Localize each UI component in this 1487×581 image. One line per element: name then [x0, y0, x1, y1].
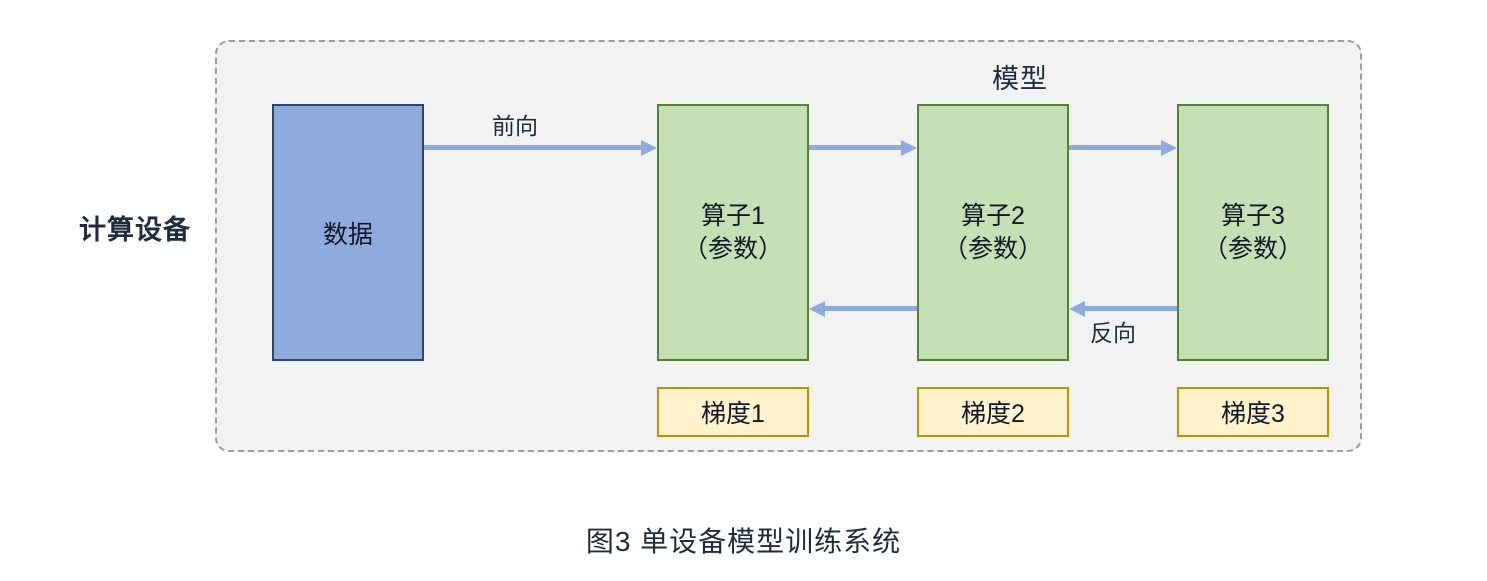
- operator-params: （参数）: [1202, 234, 1303, 263]
- operator-name: 算子1: [701, 201, 765, 230]
- data-box: 数据: [272, 104, 424, 361]
- arrow-shaft: [424, 145, 641, 150]
- gradient-box-1: 梯度1: [657, 387, 809, 437]
- forward-arrow-op2-to-op3: [1069, 139, 1177, 156]
- operator-box-2: 算子2 （参数）: [917, 104, 1069, 361]
- gradient-label: 梯度2: [961, 400, 1025, 428]
- arrow-shaft: [1085, 306, 1177, 311]
- backward-arrow-op3-to-op2: [1069, 300, 1177, 317]
- backward-arrow-op2-to-op1: [809, 300, 917, 317]
- backward-arrow-label: 反向: [1090, 320, 1136, 346]
- gradient-label: 梯度3: [1221, 400, 1285, 428]
- arrow-shaft: [809, 145, 901, 150]
- gradient-box-2: 梯度2: [917, 387, 1069, 437]
- arrow-head-left-icon: [1069, 300, 1085, 317]
- figure-caption: 图3 单设备模型训练系统: [585, 526, 902, 557]
- operator-params: （参数）: [682, 234, 783, 263]
- operator-name: 算子2: [961, 201, 1025, 230]
- device-label: 计算设备: [79, 215, 191, 245]
- arrow-head-right-icon: [1161, 139, 1177, 156]
- forward-arrow-data-to-op1: [424, 139, 657, 156]
- forward-arrow-label: 前向: [492, 113, 538, 139]
- arrow-head-right-icon: [901, 139, 917, 156]
- gradient-label: 梯度1: [701, 400, 765, 428]
- arrow-head-left-icon: [809, 300, 825, 317]
- operator-name: 算子3: [1221, 201, 1285, 230]
- gradient-box-3: 梯度3: [1177, 387, 1329, 437]
- operator-box-3: 算子3 （参数）: [1177, 104, 1329, 361]
- arrow-shaft: [825, 306, 917, 311]
- model-title: 模型: [992, 64, 1048, 94]
- arrow-head-right-icon: [641, 139, 657, 156]
- arrow-shaft: [1069, 145, 1161, 150]
- operator-box-1: 算子1 （参数）: [657, 104, 809, 361]
- forward-arrow-op1-to-op2: [809, 139, 917, 156]
- data-box-label: 数据: [322, 220, 373, 249]
- operator-params: （参数）: [942, 234, 1043, 263]
